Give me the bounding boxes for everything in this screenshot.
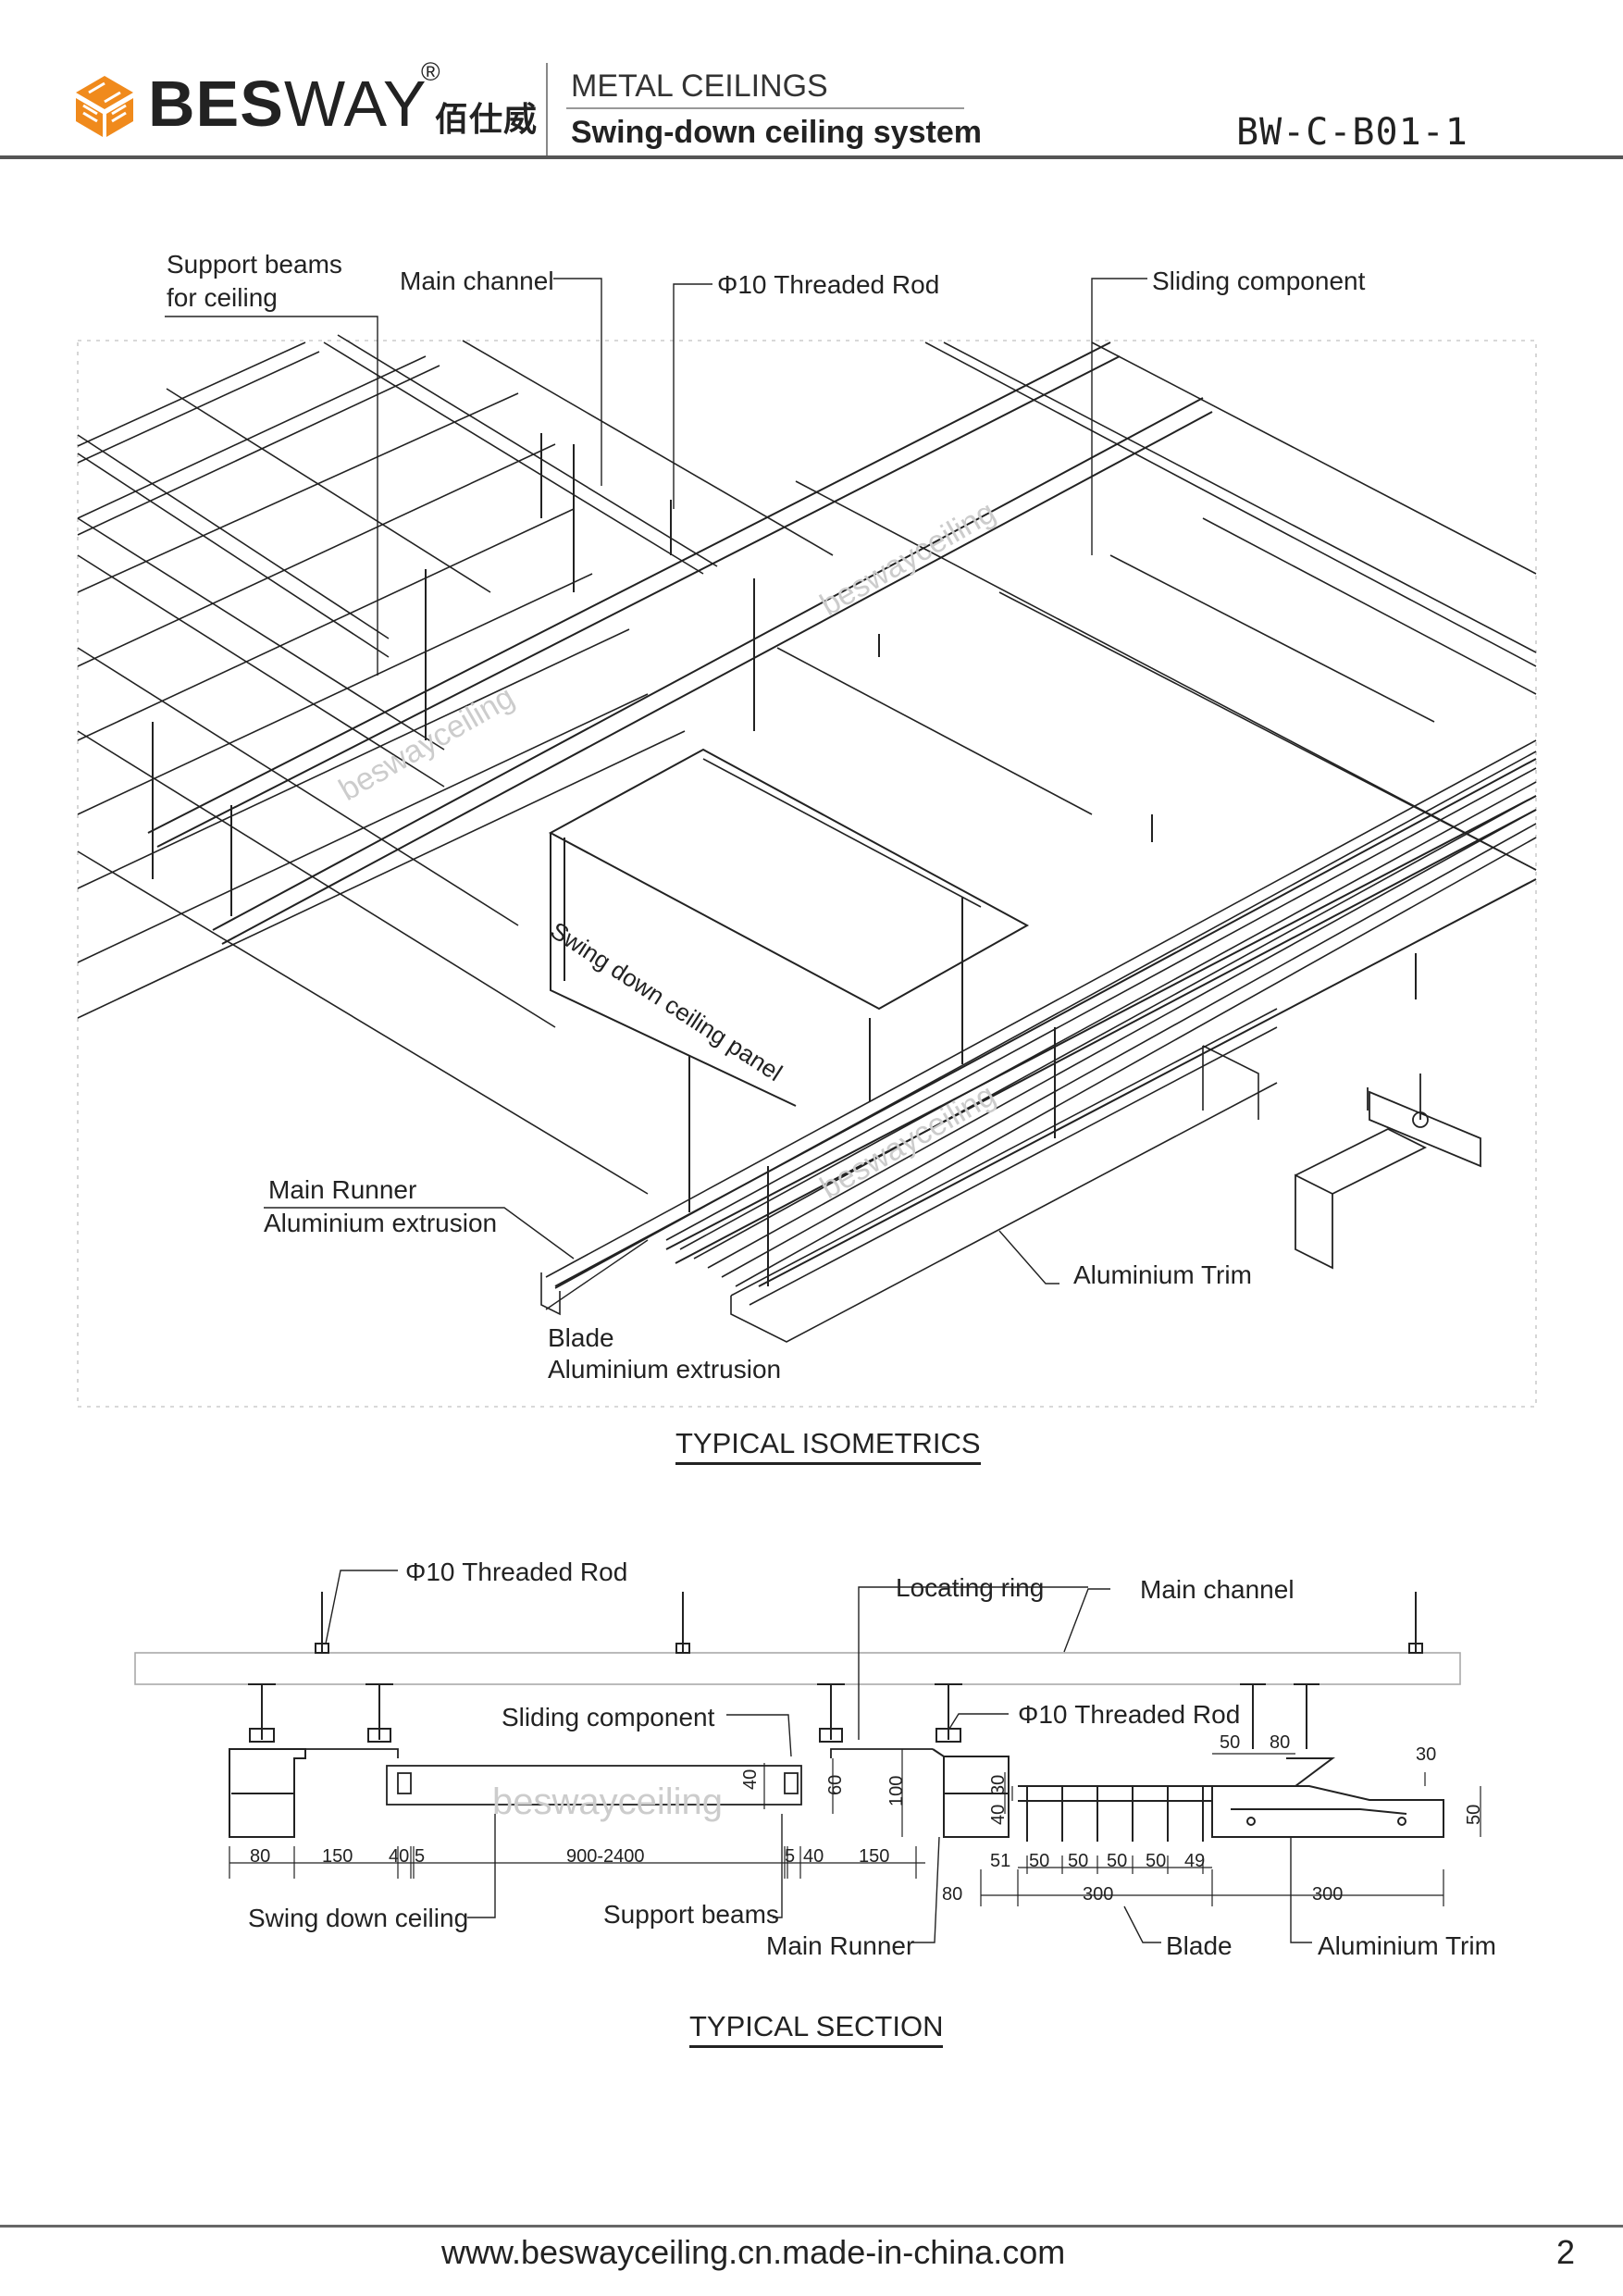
dim-blade-50d: 50 (1146, 1851, 1167, 1871)
iso-label-main-runner-sub: Aluminium extrusion (264, 1209, 498, 1237)
isometric-drawing (77, 278, 1537, 1408)
isometrics-caption: TYPICAL ISOMETRICS (675, 1427, 981, 1465)
section-main-channel (134, 1652, 1461, 1685)
sec-label-blade: Blade (1166, 1931, 1233, 1960)
dim-40-right: 40 (803, 1846, 824, 1867)
iso-label-support-beams-2: for ceiling (167, 283, 278, 312)
sec-label-swing-down-ceiling: Swing down ceiling (248, 1904, 469, 1932)
dim-top-80: 80 (1270, 1732, 1291, 1753)
sec-label-main-channel: Main channel (1140, 1575, 1295, 1604)
header-divider (546, 63, 548, 155)
iso-label-sliding-component: Sliding component (1152, 267, 1366, 295)
section-caption: TYPICAL SECTION (689, 2010, 944, 2048)
header-rule (0, 155, 1623, 159)
brand-thin: WAY (283, 68, 427, 140)
dim-150-right: 150 (859, 1846, 890, 1867)
dim-900-2400: 900-2400 (566, 1846, 645, 1867)
sec-label-sliding-component: Sliding component (502, 1703, 715, 1731)
dim-lower-300-a: 300 (1083, 1884, 1114, 1905)
dim-80-left: 80 (250, 1846, 271, 1867)
dim-v-40-panel: 40 (740, 1769, 761, 1790)
section-runners (229, 1748, 1010, 1838)
document-number: BW-C-B01-1 (1236, 111, 1468, 154)
dim-5-left: 5 (415, 1846, 426, 1867)
iso-label-main-runner: Main Runner (268, 1175, 417, 1204)
threaded-rods (152, 433, 1417, 1286)
iso-leader-lines (165, 278, 1147, 1310)
dim-lower-300-b: 300 (1312, 1884, 1344, 1905)
sec-label-main-runner: Main Runner (766, 1931, 915, 1960)
dim-top-50: 50 (1220, 1732, 1241, 1753)
dim-v-100: 100 (886, 1775, 907, 1806)
section-horizontal-dims (229, 1753, 1444, 1906)
iso-label-blade: Blade (548, 1323, 614, 1352)
besway-logo-icon (76, 76, 133, 137)
section-drawing (134, 1570, 1481, 1943)
dim-blade-51: 51 (990, 1851, 1011, 1871)
iso-label-trim: Aluminium Trim (1073, 1260, 1252, 1289)
iso-label-blade-sub: Aluminium extrusion (548, 1355, 782, 1384)
footer-url[interactable]: www.beswayceiling.cn.made-in-china.com (441, 2233, 1066, 2271)
dim-5-right: 5 (785, 1846, 796, 1867)
dim-blade-49: 49 (1184, 1851, 1206, 1871)
dim-v-40-runner: 40 (988, 1804, 1009, 1825)
sec-watermark: beswayceiling (492, 1781, 724, 1822)
page-number: 2 (1556, 2233, 1576, 2271)
blades (540, 739, 1537, 1316)
section-panel (305, 1748, 933, 1806)
registered-mark: ® (421, 57, 440, 86)
sec-label-locating-ring: Locating ring (896, 1573, 1045, 1602)
dim-30-trim: 30 (1416, 1744, 1437, 1765)
dim-40-left: 40 (389, 1846, 410, 1867)
system-subtitle: Swing-down ceiling system (571, 115, 982, 150)
section-top-rods (315, 1592, 1423, 1654)
dim-blade-50c: 50 (1107, 1851, 1128, 1871)
section-leader-lines (325, 1570, 1312, 1943)
category-title: METAL CEILINGS (571, 68, 828, 104)
brand-name: BESWAY (148, 67, 427, 141)
dim-v-50-trim: 50 (1464, 1804, 1484, 1825)
aluminium-trim (730, 1008, 1278, 1343)
dim-v-30-blade: 30 (988, 1774, 1009, 1795)
sec-label-threaded-rod-mid: Φ10 Threaded Rod (1018, 1700, 1241, 1729)
right-grid (702, 341, 1537, 908)
section-trim (1211, 1757, 1444, 1838)
iso-label-main-channel: Main channel (400, 267, 554, 295)
dim-v-60: 60 (825, 1774, 846, 1795)
subtitle-rule (566, 107, 964, 109)
channel-detail-inset (1295, 1074, 1481, 1270)
section-hangers (248, 1683, 1319, 1749)
dim-lower-80: 80 (942, 1884, 963, 1905)
brand-bold: BES (148, 68, 284, 140)
sec-label-trim: Aluminium Trim (1318, 1931, 1496, 1960)
dim-blade-50b: 50 (1068, 1851, 1089, 1871)
dim-blade-50a: 50 (1029, 1851, 1050, 1871)
iso-label-threaded-rod: Φ10 Threaded Rod (717, 270, 940, 299)
iso-frame (77, 340, 1537, 1408)
upper-grid (77, 334, 834, 1195)
iso-label-support-beams: Support beams (167, 250, 342, 279)
section-vertical-dims (763, 1749, 1481, 1837)
section-blades (1018, 1785, 1212, 1842)
swing-panel-outline (548, 748, 1030, 1107)
sec-label-threaded-rod-top: Φ10 Threaded Rod (405, 1558, 628, 1586)
dim-150-left: 150 (322, 1846, 353, 1867)
footer-rule (0, 2225, 1623, 2228)
brand-chinese-name: 佰仕威 (435, 100, 539, 138)
sec-label-support-beams: Support beams (603, 1900, 779, 1929)
